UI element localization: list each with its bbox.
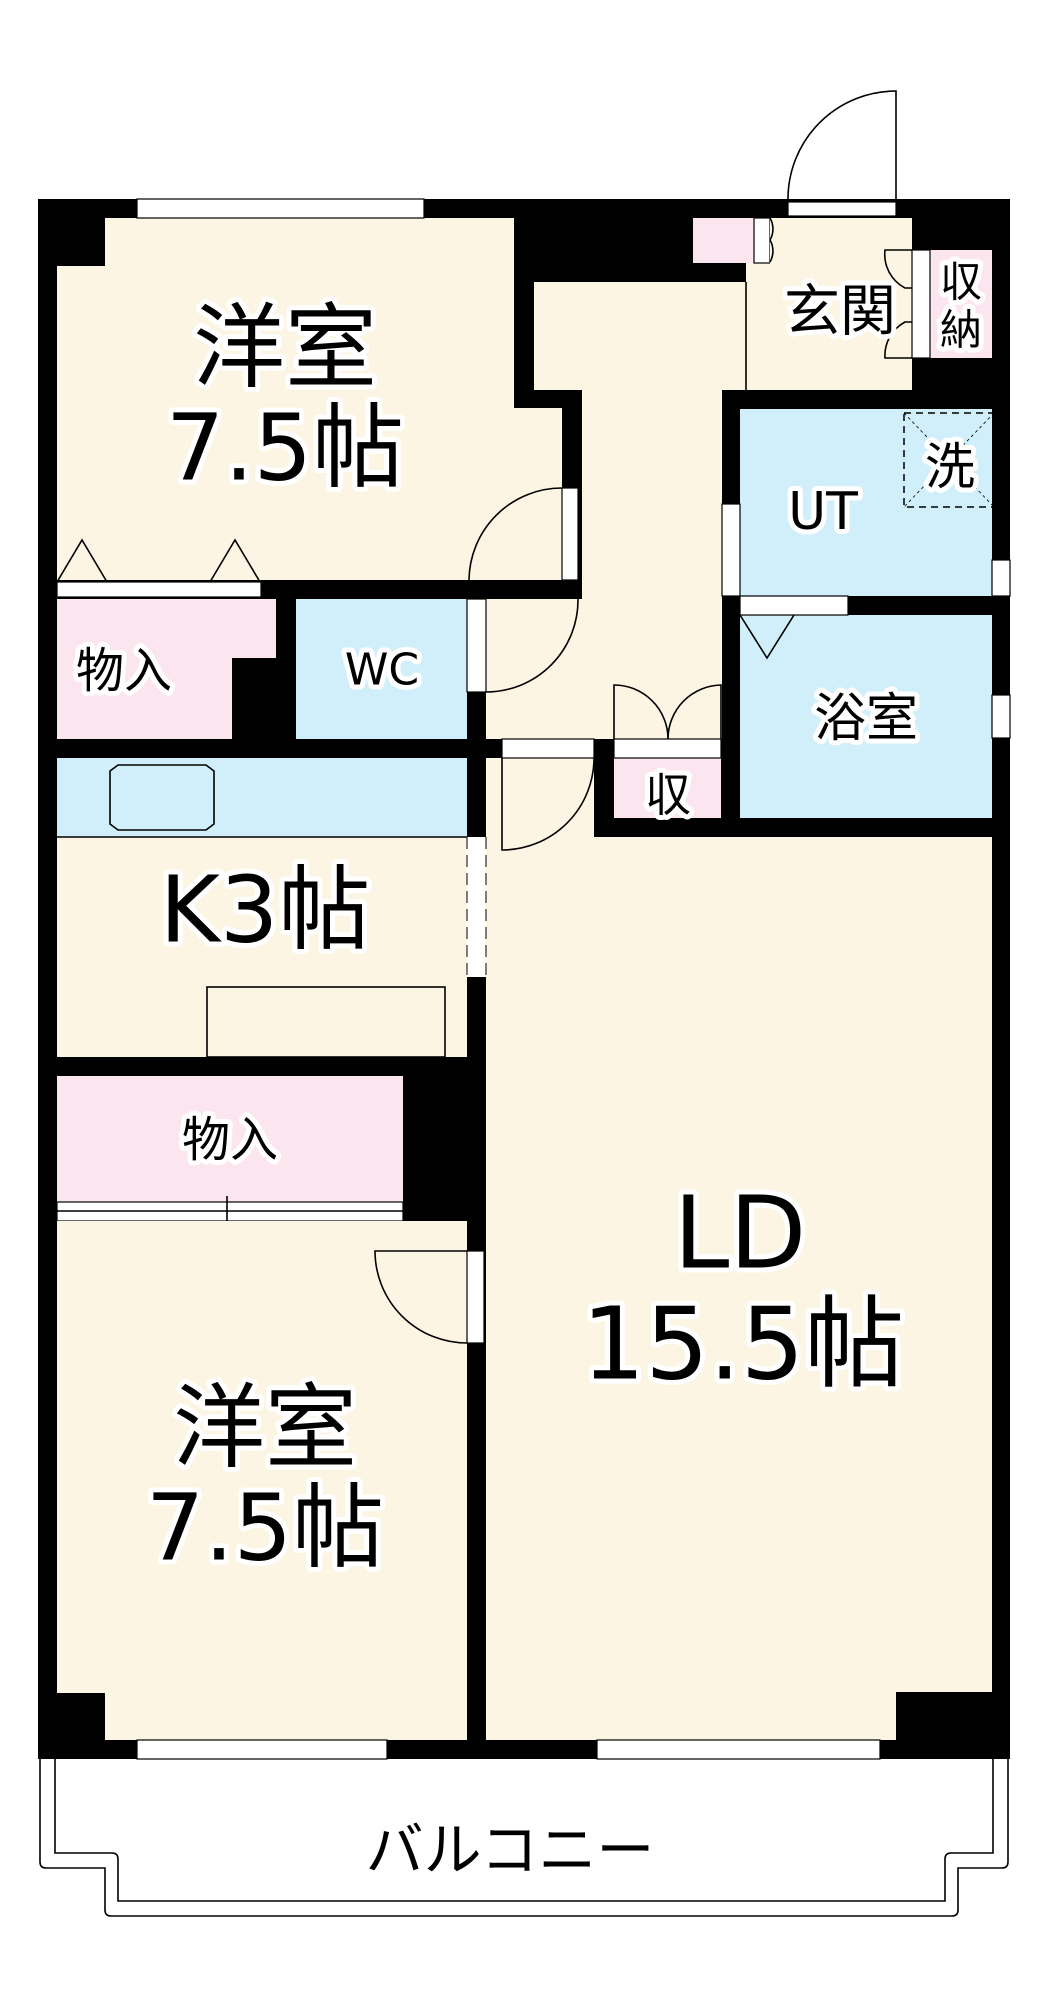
entrance-door-frame[interactable] [787, 201, 897, 217]
small-storage-door-swing [769, 217, 774, 263]
shoe-storage-door[interactable] [911, 249, 931, 359]
label-western-top-name: 洋室 [193, 295, 377, 402]
room-wc[interactable] [296, 599, 467, 739]
label-balcony: バルコニー [366, 1816, 655, 1884]
room-utility[interactable] [740, 409, 992, 596]
wc-door-swing[interactable] [485, 598, 579, 693]
entrance-door-swing[interactable] [787, 90, 897, 202]
ut-door-frame[interactable] [721, 503, 741, 597]
label-closet-bottom: 物入 [182, 1112, 278, 1168]
room-western-top[interactable] [57, 218, 562, 580]
hall-storage-door-swing [613, 684, 722, 740]
room-kitchen[interactable] [57, 837, 467, 1057]
top-room-door-frame[interactable] [561, 487, 579, 581]
closet-top-folding-door[interactable] [56, 581, 262, 598]
bottom-room-door-frame[interactable] [466, 1250, 485, 1344]
top-room-door-swing[interactable] [468, 487, 563, 581]
label-wc: WC [345, 645, 419, 696]
label-closet-top: 物入 [76, 643, 172, 699]
room-closet-bottom[interactable] [57, 1076, 403, 1202]
label-washer: 洗 [925, 438, 975, 496]
entrance-small-storage-door[interactable] [753, 217, 771, 264]
kitchen-cabinet [206, 986, 446, 1058]
label-entrance: 玄関 [784, 280, 896, 345]
room-shoe-storage[interactable] [930, 250, 992, 358]
bottom-room-door-swing[interactable] [374, 1250, 468, 1344]
room-closet-top[interactable] [57, 599, 276, 739]
hall-storage-door-frame[interactable] [613, 738, 722, 759]
label-western-bottom-name: 洋室 [173, 1375, 357, 1482]
label-utility: UT [788, 482, 858, 542]
label-hall-storage: 収 [645, 768, 691, 822]
label-kitchen: K3帖 [160, 857, 371, 964]
bath-door-mark [739, 614, 795, 660]
entrance-small-storage[interactable] [693, 218, 754, 263]
window-bath[interactable] [991, 694, 1011, 739]
window-bottom-room[interactable] [136, 1739, 388, 1760]
folding-door-marks [56, 538, 261, 583]
wc-door-frame[interactable] [466, 598, 487, 693]
window-ut[interactable] [991, 559, 1011, 597]
label-ld-size: 15.5帖 [582, 1286, 905, 1403]
label-shoe-storage-2: 納 [940, 306, 982, 355]
washer-space [903, 412, 995, 508]
label-bathroom: 浴室 [814, 689, 918, 749]
ld-door-frame[interactable] [501, 738, 595, 759]
ld-door-swing[interactable] [501, 757, 595, 851]
kitchen-ld-opening[interactable] [467, 837, 486, 977]
room-western-bottom[interactable] [57, 1221, 467, 1740]
label-western-top-size: 7.5帖 [166, 395, 404, 502]
window-ld[interactable] [596, 1739, 881, 1760]
room-bathroom[interactable] [740, 615, 992, 818]
room-hallway[interactable] [486, 282, 746, 739]
room-living-dining[interactable] [486, 758, 992, 1740]
window-top-room[interactable] [136, 198, 425, 219]
sink-icon [109, 764, 215, 831]
kitchen-counter-area [57, 758, 467, 837]
room-hall-storage[interactable] [614, 758, 721, 818]
label-western-bottom-size: 7.5帖 [146, 1475, 384, 1582]
bath-door-frame[interactable] [739, 595, 849, 616]
label-shoe-storage-1: 収 [940, 258, 982, 307]
shoe-storage-door-swing [883, 249, 912, 359]
balcony-railing [39, 1759, 1009, 1917]
label-ld-name: LD [674, 1175, 807, 1292]
